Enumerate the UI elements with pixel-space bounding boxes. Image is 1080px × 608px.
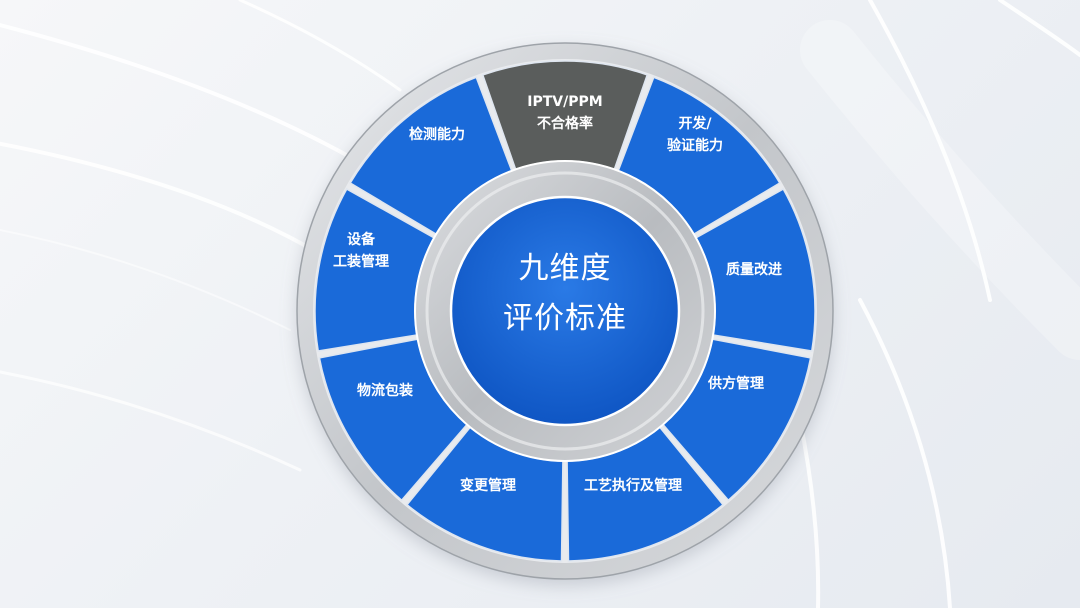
segment-label-process-exec-mgmt: 工艺执行及管理 [584, 477, 682, 494]
center-disc [449, 195, 681, 427]
segment-label-change-mgmt: 变更管理 [460, 477, 516, 494]
segment-label-equipment-tooling: 设备 [347, 231, 376, 248]
segment-label-quality-improve: 质量改进 [726, 261, 782, 278]
segment-label-inspection-capability: 检测能力 [409, 126, 465, 143]
segment-label-iptv-ppm-line2: 不合格率 [537, 115, 593, 132]
segment-label-iptv-ppm: IPTV/PPM [527, 94, 602, 110]
segment-label-equipment-tooling-line2: 工装管理 [333, 253, 389, 270]
segment-label-dev-verify-line2: 验证能力 [667, 137, 723, 154]
segment-label-supplier-mgmt: 供方管理 [707, 375, 764, 392]
segment-label-dev-verify: 开发/ [678, 115, 712, 132]
center-title-line2: 评价标准 [503, 301, 627, 336]
segment-ring [314, 60, 816, 562]
center-title-line1: 九维度 [519, 251, 612, 286]
segment-label-logistics-packaging: 物流包装 [357, 382, 414, 399]
